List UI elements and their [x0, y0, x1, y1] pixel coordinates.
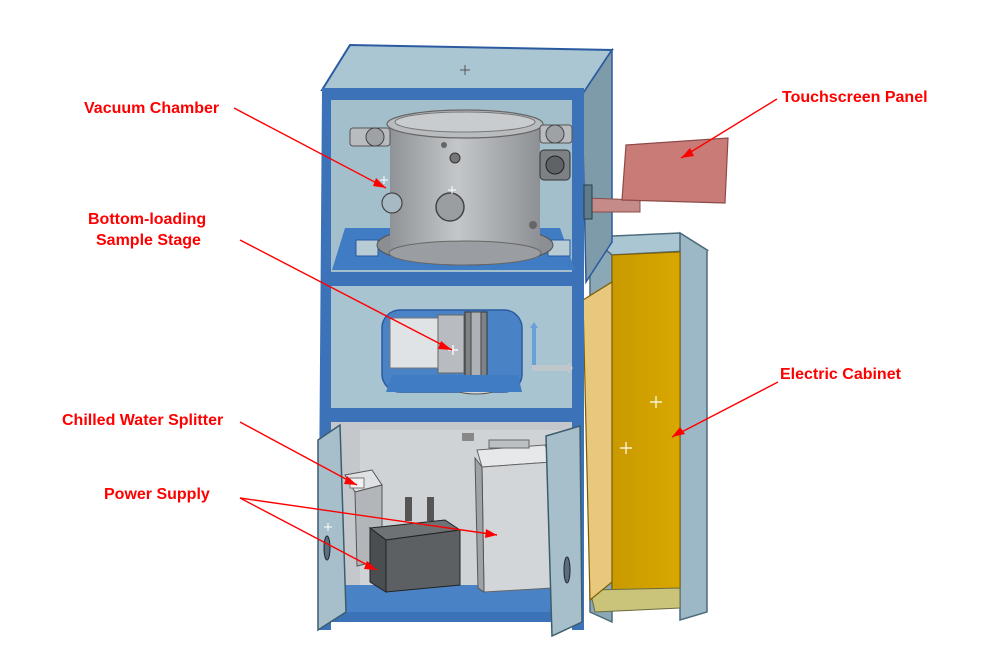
touchscreen-panel-device	[583, 137, 729, 220]
power-supply-unit-left	[368, 497, 462, 593]
electric-cabinet-leader	[671, 381, 779, 438]
power-supply-leader-left	[239, 497, 378, 571]
power-supply-unit-right	[474, 439, 553, 593]
touchscreen-panel-text: Touchscreen Panel	[782, 89, 928, 106]
middle-bay	[331, 286, 573, 408]
callout-lines	[233, 98, 779, 571]
power-supply-leader-right	[239, 497, 498, 536]
sample-stage-label: Bottom-loading Sample Stage	[88, 209, 206, 251]
sample-stage-leader	[239, 239, 453, 351]
vacuum-chamber-vessel	[376, 109, 554, 266]
callout-arrowheads	[344, 148, 694, 570]
cabinet-doors	[317, 423, 583, 638]
power-supply-label: Power Supply	[104, 484, 210, 505]
chilled-water-splitter-text: Chilled Water Splitter	[62, 412, 224, 429]
chamber-flanges	[349, 124, 573, 181]
vacuum-chamber-leader	[233, 107, 387, 189]
sample-stage-text-line2: Sample Stage	[96, 232, 201, 249]
vacuum-chamber-label: Vacuum Chamber	[84, 98, 219, 119]
touchscreen-panel-label: Touchscreen Panel	[782, 87, 928, 108]
power-supply-text: Power Supply	[104, 486, 210, 503]
chilled-water-splitter-unit	[344, 469, 383, 567]
chilled-water-splitter-leader	[239, 421, 358, 486]
touchscreen-panel-leader	[680, 98, 778, 159]
vacuum-chamber-text: Vacuum Chamber	[84, 100, 220, 117]
electric-cabinet-body	[582, 231, 710, 624]
sample-stage-text-line1: Bottom-loading	[88, 211, 207, 228]
electric-cabinet-text: Electric Cabinet	[780, 366, 901, 383]
electric-cabinet-label: Electric Cabinet	[780, 364, 901, 385]
chilled-water-splitter-label: Chilled Water Splitter	[62, 410, 223, 431]
